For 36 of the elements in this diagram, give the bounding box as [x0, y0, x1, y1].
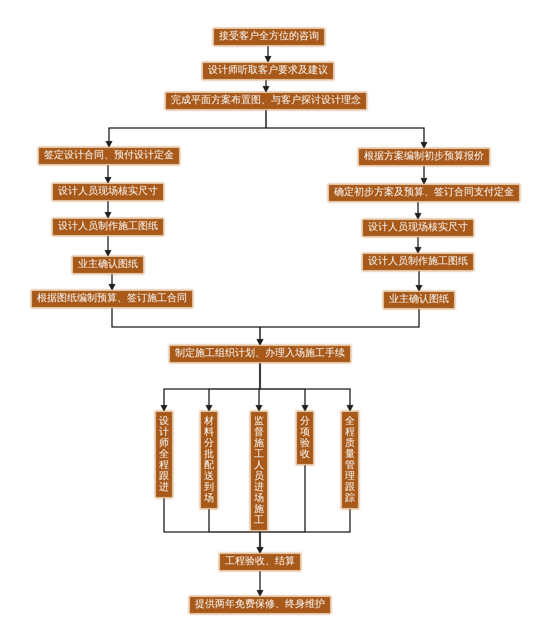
process-box: 分项验收 — [296, 411, 314, 465]
process-box: 制定施工组织计划、办理入场施工手续 — [169, 345, 351, 363]
arrow — [414, 237, 422, 254]
process-box: 签定设计合同、预付设计定金 — [38, 147, 180, 165]
process-box: 全程质量管理跟踪 — [341, 411, 359, 509]
process-box: 根据方案编制初步预算报价 — [358, 148, 490, 166]
process-box: 材料分批配送到场 — [200, 411, 218, 509]
process-box: 设计人员现场核实尺寸 — [52, 183, 164, 201]
arrow — [104, 201, 112, 219]
arrow — [420, 166, 428, 185]
arrow — [262, 80, 270, 93]
process-box: 业主确认图纸 — [72, 256, 144, 274]
arrow — [265, 110, 428, 149]
process-box: 设计人员制作施工图纸 — [362, 253, 474, 271]
process-box: 设计人员现场核实尺寸 — [362, 219, 474, 237]
process-box: 业主确认图纸 — [383, 291, 455, 309]
process-box: 根据图纸编制预算、签订施工合同 — [31, 290, 193, 308]
process-box: 设计师听取客户要求及建议 — [202, 62, 334, 80]
arrow — [104, 165, 112, 184]
arrow — [416, 271, 422, 292]
process-box: 监督施工人员进场施工 — [250, 411, 268, 531]
process-box: 接受客户全方位的咨询 — [213, 28, 325, 46]
process-box: 提供两年免费保修、终身维护 — [189, 596, 331, 614]
arrow — [104, 236, 112, 257]
process-box: 完成平面方案布置图、与客户探讨设计理念 — [165, 92, 367, 110]
process-box: 设计师全程跟进 — [155, 411, 173, 498]
arrow — [256, 571, 264, 597]
process-box: 工程验收、结算 — [219, 553, 301, 571]
process-box: 确定初步方案及预算、签订合同支付定金 — [328, 184, 520, 202]
arrow — [264, 46, 272, 63]
arrow — [108, 274, 116, 291]
process-box: 设计人员制作施工图纸 — [52, 218, 164, 236]
arrow — [259, 363, 354, 412]
arrow — [256, 509, 351, 554]
arrow — [256, 309, 420, 346]
arrow — [414, 202, 422, 220]
